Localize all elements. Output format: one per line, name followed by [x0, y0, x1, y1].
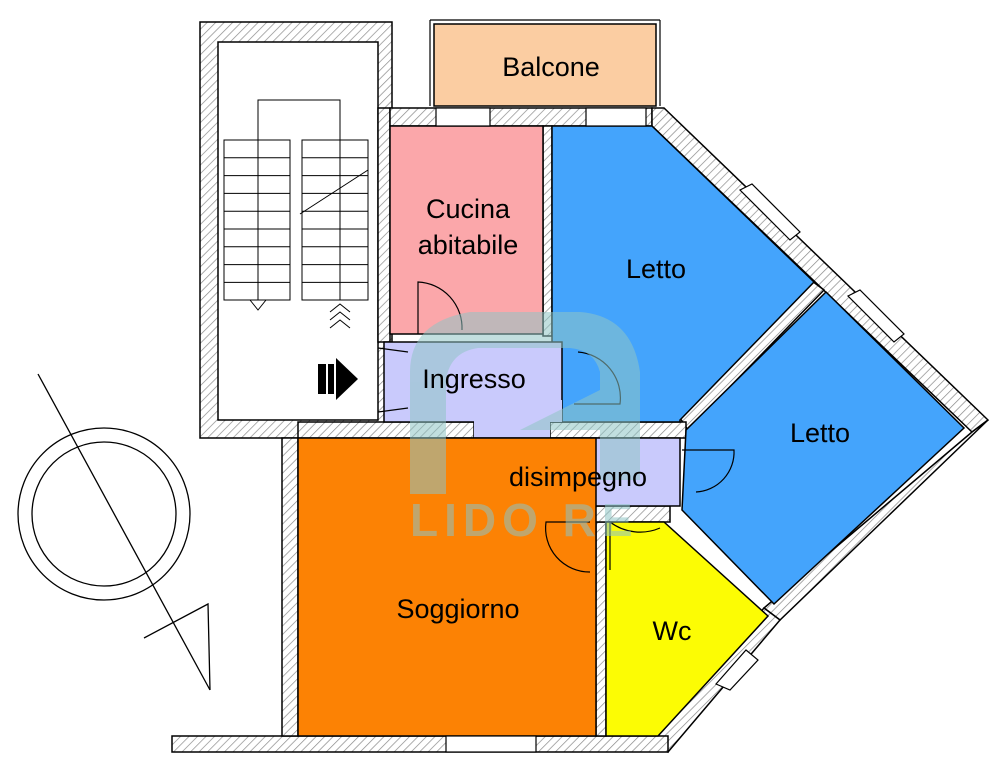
- watermark: LIDO RE: [410, 312, 640, 546]
- label-letto-1: Letto: [626, 254, 686, 284]
- wall-kitchen-bedroom: [542, 125, 553, 337]
- room-cucina: [389, 125, 544, 335]
- room-wc: [605, 521, 770, 737]
- label-wc: Wc: [653, 616, 692, 646]
- room-labels: Balcone Cucina abitabile Letto Letto Ing…: [396, 52, 850, 646]
- wall-stair-kitchen: [377, 107, 391, 343]
- wall-living-left: [281, 437, 299, 737]
- entrance-arrow-icon: [318, 358, 358, 400]
- door-ingresso-2: [377, 407, 409, 413]
- door-ingresso-1: [377, 347, 409, 353]
- balcony-window-marks: [429, 19, 661, 127]
- door-soggiorno: [544, 521, 591, 573]
- label-balcone: Balcone: [502, 52, 600, 82]
- label-ingresso: Ingresso: [422, 364, 526, 394]
- wall-bottom: [171, 735, 669, 753]
- watermark-logo-text: LIDO RE: [410, 494, 639, 546]
- north-compass-icon: [17, 373, 211, 691]
- wall-living-top: [297, 421, 475, 439]
- door-letto-2: [682, 449, 735, 493]
- label-cucina-line1: Cucina: [426, 194, 511, 224]
- room-letto-2: [681, 290, 966, 606]
- door-wc: [609, 520, 661, 570]
- room-balcone: [433, 23, 657, 107]
- watermark-roof-icon: [520, 390, 600, 430]
- window-openings: [445, 183, 905, 753]
- label-letto-2: Letto: [790, 418, 850, 448]
- wall-living-wc: [595, 521, 607, 737]
- room-soggiorno: [297, 437, 597, 737]
- staircase-icon: [223, 99, 369, 329]
- label-disimpegno: disimpegno: [509, 462, 647, 492]
- label-cucina-line2: abitabile: [418, 230, 519, 260]
- watermark-house-icon: [410, 312, 640, 494]
- stairwell-wall: [199, 21, 393, 439]
- label-soggiorno: Soggiorno: [396, 594, 519, 624]
